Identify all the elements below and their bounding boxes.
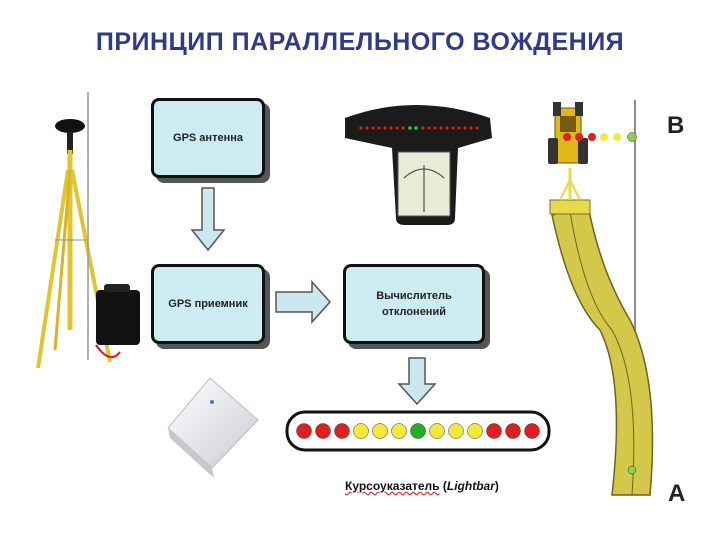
lightbar-light-red xyxy=(487,424,502,439)
lightbar-light-green xyxy=(411,424,426,439)
calculator-label: Вычислитель отклонений xyxy=(354,288,474,320)
arrow-right-receiver xyxy=(276,282,330,322)
lightbar-light-yellow xyxy=(449,424,464,439)
lightbar-light-yellow xyxy=(354,424,369,439)
lightbar-light-red xyxy=(335,424,350,439)
lightbar-light-yellow xyxy=(430,424,445,439)
implement-icon xyxy=(550,168,590,214)
receiver-case-icon xyxy=(96,284,140,357)
lightbar-caption-main: Курсоуказатель xyxy=(345,479,440,493)
arrow-down-calculator xyxy=(399,358,435,404)
lightbar-light-yellow xyxy=(392,424,407,439)
arrow-down-antenna xyxy=(192,188,224,250)
calculator-box: Вычислитель отклонений xyxy=(343,264,485,344)
lightbar-light-yellow xyxy=(468,424,483,439)
track-label-end: B xyxy=(667,112,684,140)
gps-module-icon xyxy=(168,378,258,478)
guidance-display-icon xyxy=(345,105,492,225)
gps-receiver-box: GPS приемник xyxy=(151,264,265,344)
gps-receiver-label: GPS приемник xyxy=(168,296,247,312)
track-label-start: A xyxy=(668,480,685,508)
lightbar-light-red xyxy=(297,424,312,439)
gps-antenna-box: GPS антенна xyxy=(151,98,265,178)
lightbar-light-red xyxy=(316,424,331,439)
lightbar-light-red xyxy=(525,424,540,439)
lightbar-light-yellow xyxy=(373,424,388,439)
lightbar-caption: Курсоуказатель (Lightbar) xyxy=(345,479,499,493)
lightbar-caption-close: ) xyxy=(495,479,499,493)
lightbar-light-red xyxy=(506,424,521,439)
gps-antenna-label: GPS антенна xyxy=(173,130,243,146)
tractor-icon xyxy=(548,102,588,164)
lightbar-caption-open: ( xyxy=(440,479,447,493)
lightbar-caption-italic: Lightbar xyxy=(447,479,495,493)
